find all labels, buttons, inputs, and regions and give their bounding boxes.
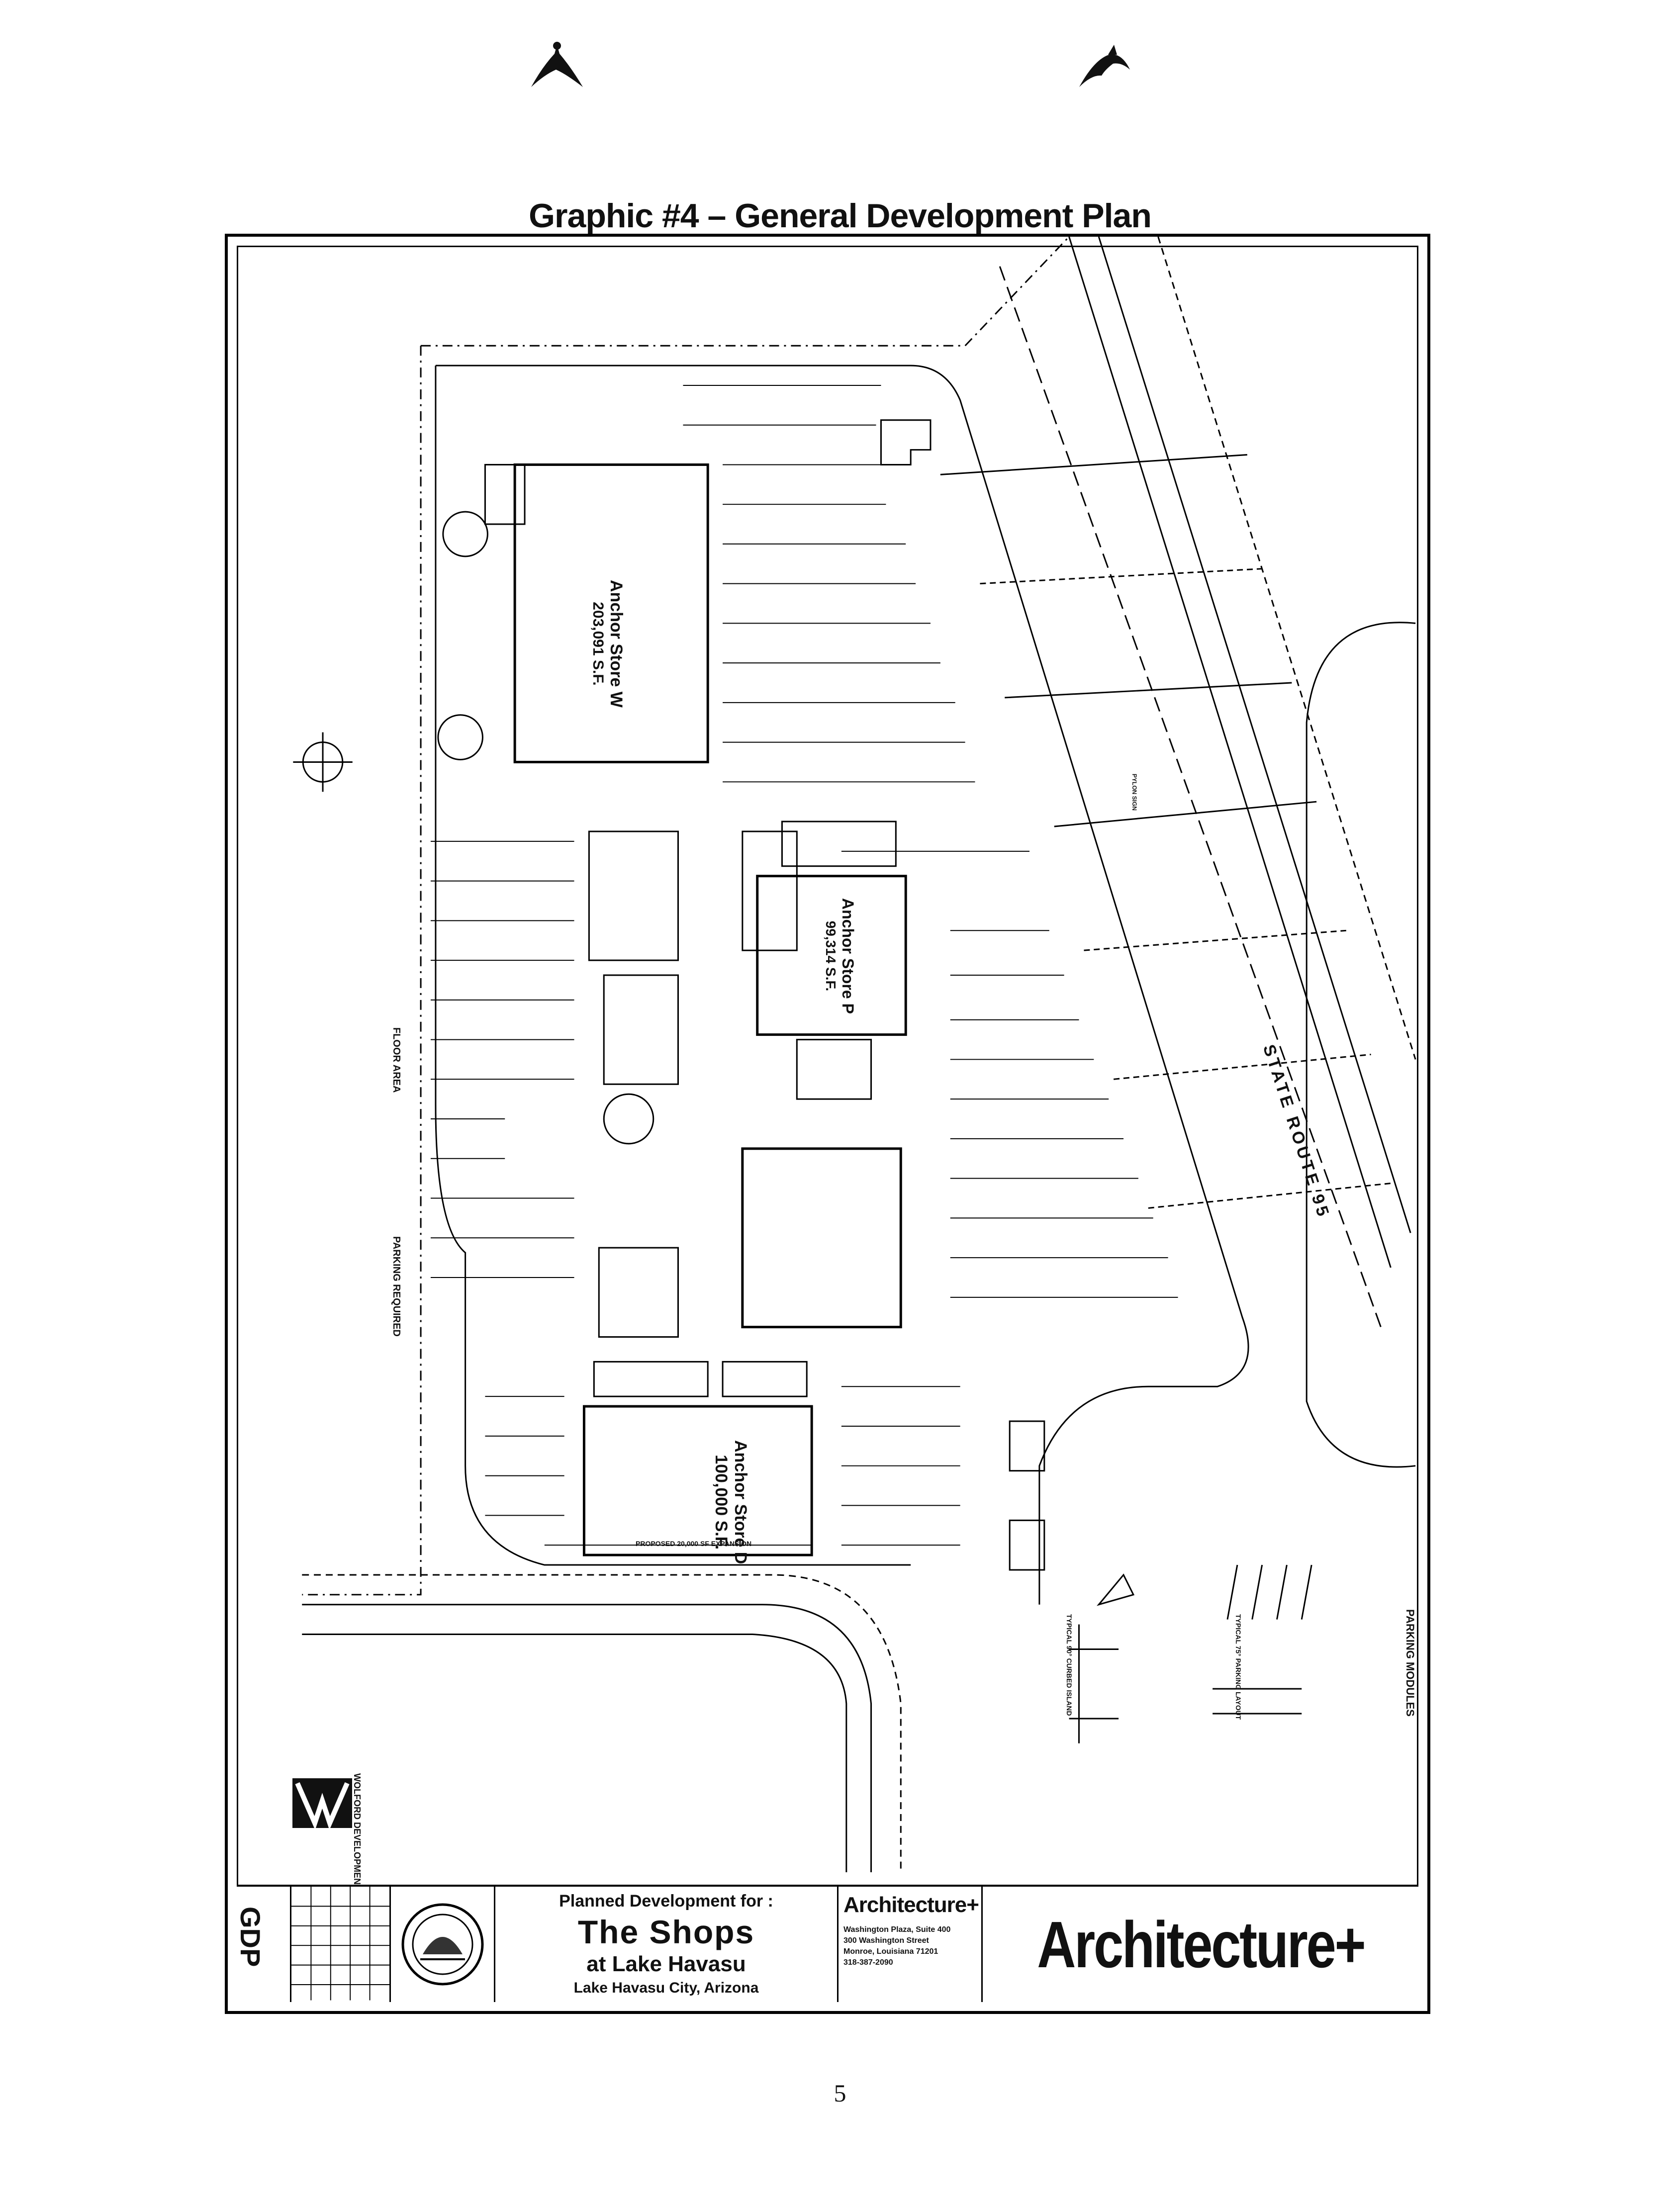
anchor-store-w: Anchor Store W 203,091 S.F. [589,580,626,708]
architect-address: Washington Plaza, Suite 400 300 Washingt… [843,1925,951,1967]
expansion-label: PROPOSED 20,000 SF EXPANSION [636,1540,752,1548]
bird-icon [531,42,583,87]
title-block: GDP Planned Development for : The Shops … [235,1885,1418,2002]
architect-cell: Architecture+ Washington Plaza, Suite 40… [839,1887,983,2002]
anchor-store-w-area: 203,091 S.F. [590,602,606,686]
typical-island-label: TYPICAL 90° CURBED ISLAND [1065,1614,1073,1716]
anchor-store-p-area: 99,314 S.F. [823,920,839,992]
site-plan [293,237,1416,1872]
anchor-store-p: Anchor Store P 99,314 S.F. [823,898,857,1014]
project-cell: Planned Development for : The Shops at L… [495,1887,839,2002]
document-title: Graphic #4 – General Development Plan [529,197,1152,235]
architect-logo-cell: Architecture+ [983,1887,1418,2002]
city-seal-icon [401,1903,483,1986]
typical-parking-label: TYPICAL 75° PARKING LAYOUT [1234,1614,1242,1720]
page-number: 5 [834,2079,846,2107]
sheet-id: GDP [235,1907,266,1967]
project-subtitle: at Lake Havasu [586,1952,746,1976]
project-city: Lake Havasu City, Arizona [573,1980,759,1996]
floor-area-heading: FLOOR AREA [391,1027,402,1093]
seal-cell [391,1887,495,2002]
plan-sheet: STATE ROUTE 95 Anchor Store W 203,091 S.… [225,234,1430,2014]
parking-modules-label: PARKING MODULES [1404,1609,1416,1717]
architect-small-name: Architecture+ [843,1893,979,1917]
pylon-sign-label: PYLON SIGN [1131,774,1138,811]
revision-grid [291,1887,391,2002]
anchor-store-p-name: Anchor Store P [839,898,857,1014]
architect-logo: Architecture+ [1036,1908,1366,1981]
wolford-logo-icon [292,1778,352,1830]
planned-for-label: Planned Development for : [559,1892,773,1911]
bird-icon [1079,45,1130,87]
sheet-id-cell: GDP [235,1887,291,2002]
anchor-store-w-name: Anchor Store W [607,580,626,708]
parking-required-heading: PARKING REQUIRED [391,1236,402,1337]
revision-grid-lines [291,1887,389,2001]
project-name: The Shops [577,1914,755,1950]
wolford-logo: WOLFORD DEVELOPMENT, INC. [287,1773,362,1912]
